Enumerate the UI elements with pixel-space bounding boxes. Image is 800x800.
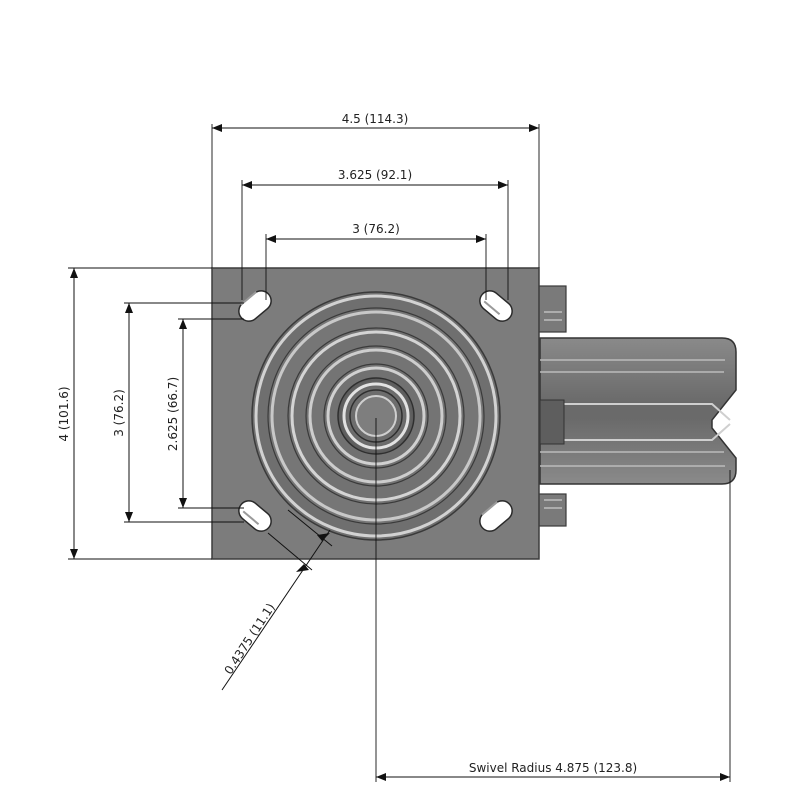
dim-plate-length: 4 (101.6)	[57, 386, 71, 441]
bolt-slot-bottom-left	[238, 500, 272, 532]
fork-leg-top	[537, 285, 567, 333]
top-plate	[211, 267, 540, 560]
wheel-hub-side	[539, 399, 565, 445]
dim-outer-bolt-spacing-y: 3 (76.2)	[112, 389, 126, 437]
dim-swivel-radius: Swivel Radius 4.875 (123.8)	[469, 761, 637, 775]
dimension-lines	[68, 124, 731, 782]
wheel-tread	[539, 337, 737, 485]
bolt-slot-top-right	[479, 290, 513, 322]
wheel-v-groove	[540, 403, 731, 441]
wheel-assembly	[537, 285, 737, 527]
fork-leg-bottom	[537, 493, 567, 527]
wheel-groove	[540, 359, 725, 467]
bolt-slot-bottom-right	[479, 500, 513, 532]
dim-outer-bolt-spacing-x: 3.625 (92.1)	[338, 168, 412, 182]
dim-inner-bolt-spacing-y: 2.625 (66.7)	[166, 377, 180, 451]
dim-bolt-slot-width: 0.4375 (11.1)	[221, 601, 277, 677]
dim-inner-bolt-spacing-x: 3 (76.2)	[352, 222, 400, 236]
dim-plate-width: 4.5 (114.3)	[342, 112, 409, 126]
